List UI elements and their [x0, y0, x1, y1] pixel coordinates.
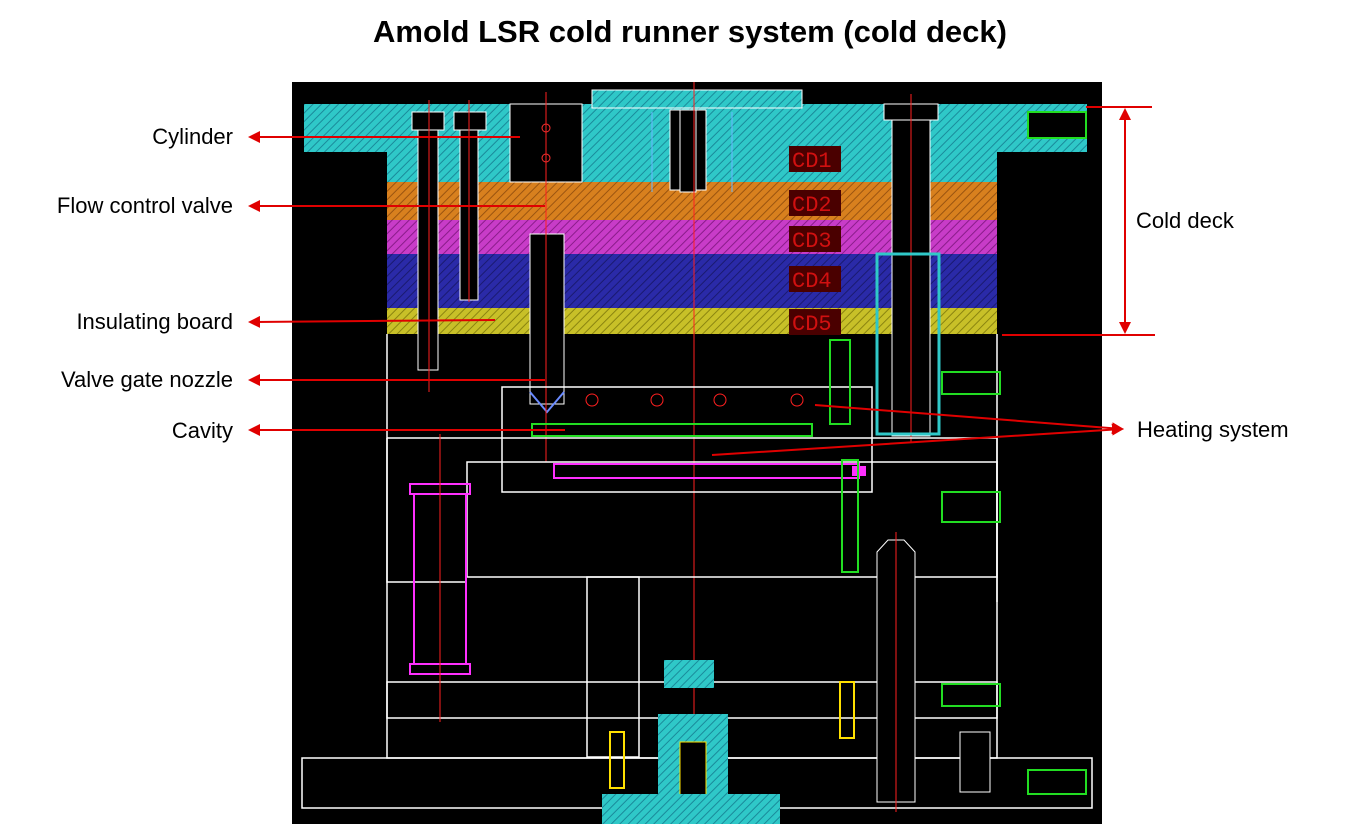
valve-gate-nozzle [529, 233, 565, 414]
arrow-heating-system-1 [814, 404, 1124, 435]
plate-label-cd5: CD5 [792, 312, 832, 337]
green-screws [829, 339, 1087, 795]
label-cavity: Cavity [171, 418, 233, 443]
left-long-screws [411, 100, 487, 392]
label-cold-deck: Cold deck [1136, 208, 1234, 233]
plate-label-cd4: CD4 [792, 269, 832, 294]
bottom-center-bushing [602, 660, 780, 824]
label-insulating-board: Insulating board [76, 309, 233, 334]
arrow-heating-system-2 [711, 423, 1124, 456]
label-valve-gate-nozzle: Valve gate nozzle [60, 367, 233, 392]
guide-pin [883, 94, 939, 442]
label-cylinder: Cylinder [152, 124, 233, 149]
diagram-title: Amold LSR cold runner system (cold deck) [373, 14, 1007, 49]
arrow-insulating-board [248, 315, 496, 328]
heating-holes [585, 393, 804, 407]
sprue-bushing [651, 109, 733, 193]
plate-label-cd3: CD3 [792, 229, 832, 254]
plate-label-cd1: CD1 [792, 149, 832, 174]
label-heating-system: Heating system [1137, 417, 1289, 442]
label-flow-control-valve: Flow control valve [56, 193, 233, 218]
plate-label-cd2: CD2 [792, 193, 832, 218]
